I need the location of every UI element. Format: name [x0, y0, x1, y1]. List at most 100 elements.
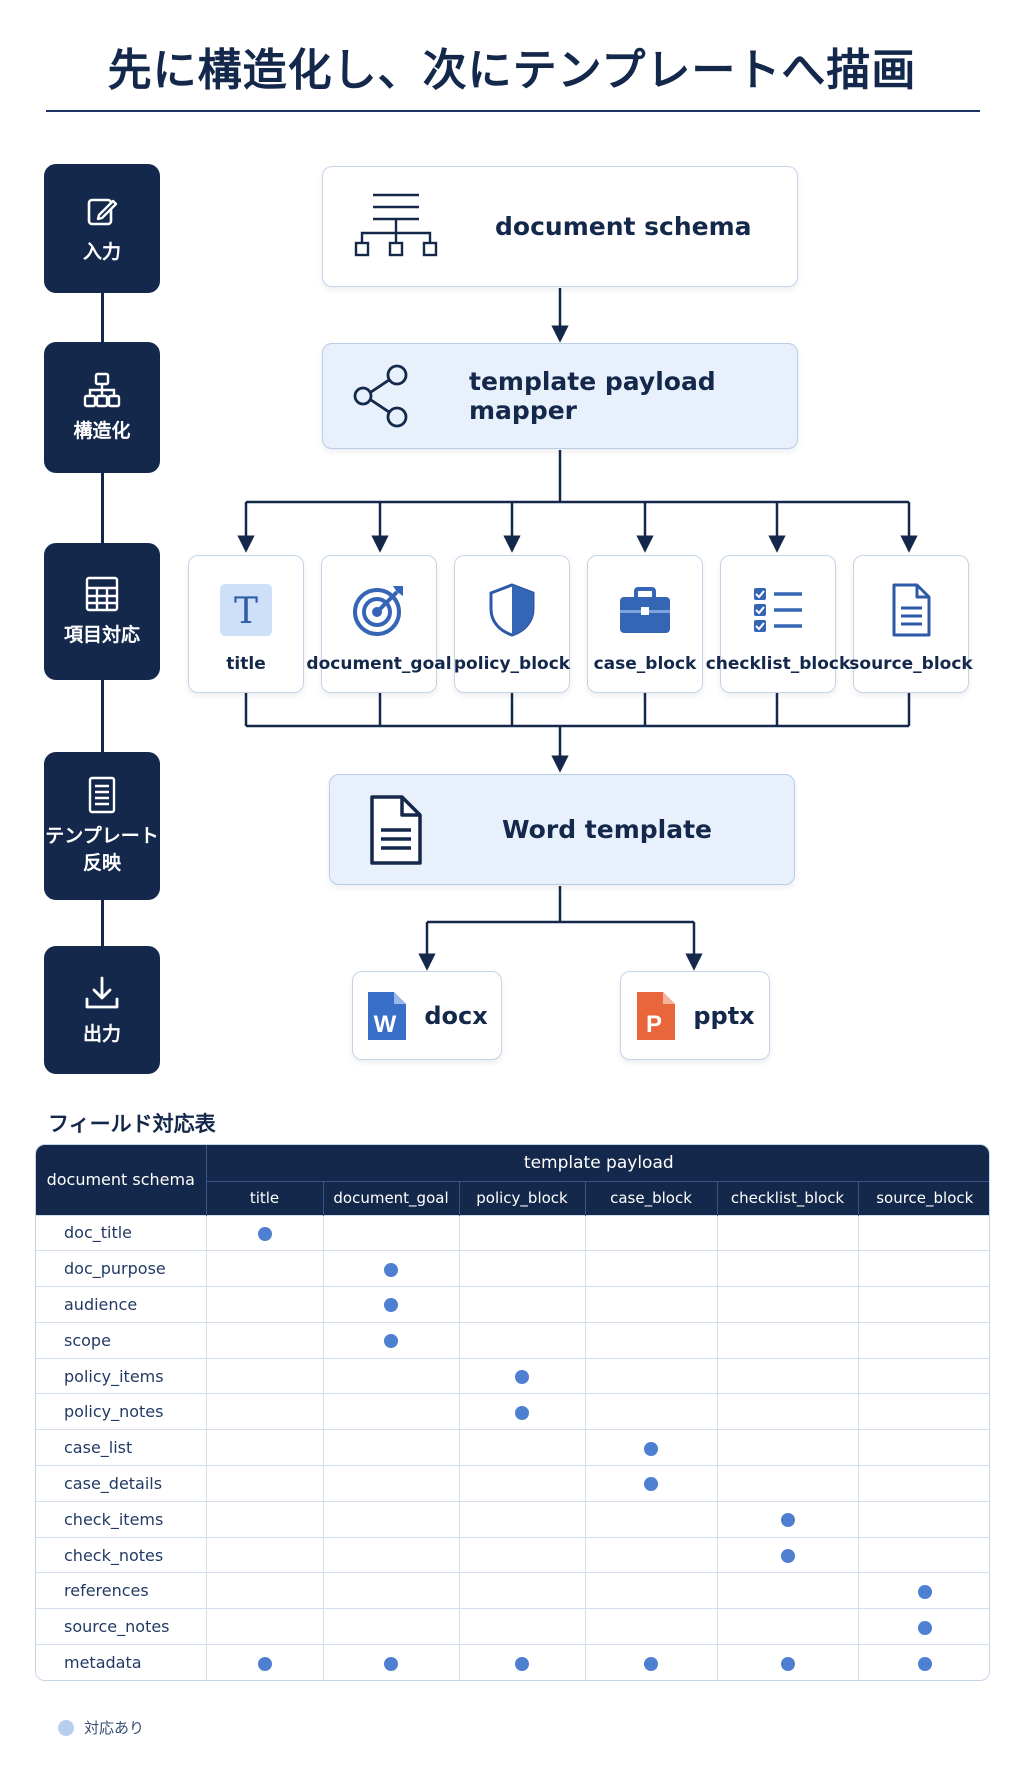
- step-structure: 構造化: [44, 342, 160, 473]
- mapping-cell: [459, 1357, 586, 1394]
- step-label: 出力: [82, 1022, 121, 1045]
- column-header: checklist_block: [717, 1181, 859, 1215]
- row-field-name: metadata: [36, 1644, 207, 1681]
- row-field-name: doc_title: [36, 1214, 207, 1251]
- mapping-cell: [206, 1536, 324, 1573]
- word-template-label: Word template: [502, 815, 712, 844]
- mapping-cell: [858, 1429, 989, 1466]
- mapping-cell: [585, 1250, 718, 1287]
- column-header: title: [206, 1181, 324, 1215]
- block-label: checklist_block: [705, 654, 851, 674]
- mapping-cell: [717, 1608, 859, 1645]
- row-field-name: check_notes: [36, 1536, 207, 1573]
- mapping-dot-icon: [780, 1549, 795, 1564]
- table-row: source_notes: [36, 1608, 989, 1645]
- step-label: 項目対応: [63, 624, 140, 647]
- mapping-dot-icon: [644, 1441, 658, 1456]
- mapping-cell: [459, 1393, 586, 1430]
- column-header: policy_block: [459, 1181, 586, 1215]
- mapping-cell: [459, 1644, 586, 1681]
- mapping-dot-icon: [515, 1370, 529, 1385]
- row-field-name: policy_notes: [36, 1393, 207, 1430]
- mapping-cell: [206, 1500, 324, 1538]
- mapping-dot-icon: [257, 1656, 272, 1671]
- mapping-cell: [206, 1286, 324, 1323]
- table-row: doc_title: [36, 1214, 989, 1251]
- document-icon: [892, 583, 931, 637]
- mapping-cell: [323, 1429, 460, 1466]
- word-template-box: Word template: [329, 774, 795, 885]
- mapping-cell: [459, 1465, 586, 1502]
- mapping-cell: [717, 1393, 859, 1430]
- document-icon: [88, 777, 116, 814]
- step-label: 構造化: [73, 420, 131, 443]
- mapper-box: template payload mapper: [322, 343, 798, 449]
- mapping-dot-icon: [384, 1298, 398, 1313]
- table-row: policy_notes: [36, 1393, 989, 1430]
- mapping-dot-icon: [384, 1262, 398, 1277]
- corner-header: document schema: [36, 1145, 207, 1215]
- mapping-dot-icon: [917, 1584, 932, 1599]
- mapping-dot-icon: [257, 1226, 272, 1241]
- legend: 対応あり: [58, 1717, 144, 1738]
- schema-box: document schema: [322, 166, 798, 287]
- svg-text:T: T: [234, 591, 258, 632]
- mapping-dot-icon: [917, 1620, 932, 1635]
- mapping-cell: [858, 1214, 989, 1251]
- mapping-dot-icon: [644, 1656, 658, 1671]
- word-badge: W: [374, 1011, 397, 1038]
- column-header: case_block: [585, 1181, 718, 1215]
- mapping-cell: [323, 1286, 460, 1323]
- mapping-cell: [323, 1644, 460, 1681]
- grid-icon: [85, 577, 119, 612]
- output-label: docx: [424, 1001, 488, 1030]
- step-output: 出力: [44, 946, 160, 1074]
- block-label: policy_block: [453, 654, 571, 674]
- text-t-icon: T: [220, 584, 272, 636]
- step-template: テンプレート 反映: [44, 752, 160, 900]
- mapping-cell: [459, 1321, 586, 1359]
- shield-icon: [489, 583, 535, 637]
- download-icon: [85, 976, 119, 1009]
- block-label: source_block: [849, 654, 973, 674]
- edit-icon: [87, 198, 118, 226]
- block-checklist: checklist_block: [706, 555, 850, 693]
- mapping-cell: [459, 1608, 586, 1645]
- mapping-cell: [206, 1250, 324, 1287]
- table-row: case_list: [36, 1429, 989, 1466]
- table-row: references: [36, 1572, 989, 1609]
- schema-label: document schema: [495, 212, 752, 241]
- mapping-cell: [323, 1321, 460, 1359]
- mapping-cell: [459, 1250, 586, 1287]
- hierarchy-icon: [83, 373, 121, 408]
- mapping-cell: [459, 1536, 586, 1573]
- block-policy: policy_block: [454, 555, 570, 693]
- mapping-cell: [323, 1393, 460, 1430]
- step-label: テンプレート 反映: [45, 825, 159, 874]
- mapping-cell: [323, 1250, 460, 1287]
- mapping-cell: [323, 1465, 460, 1502]
- mapping-dot-icon: [515, 1405, 529, 1420]
- mapping-cell: [858, 1393, 989, 1430]
- block-label: case_block: [593, 654, 697, 674]
- block-label: document_goal: [306, 654, 452, 674]
- mapping-cell: [585, 1608, 718, 1645]
- mapping-cell: [459, 1286, 586, 1323]
- mapping-cell: [585, 1357, 718, 1394]
- column-header: document_goal: [323, 1181, 460, 1215]
- mapping-cell: [206, 1429, 324, 1466]
- mapping-cell: [858, 1500, 989, 1538]
- mapping-cell: [206, 1357, 324, 1394]
- mapping-cell: [717, 1357, 859, 1394]
- mapping-cell: [858, 1465, 989, 1502]
- mapping-cell: [206, 1644, 324, 1681]
- mapper-label: template payload mapper: [469, 367, 716, 425]
- mapping-dot-icon: [644, 1477, 658, 1492]
- step-input: 入力: [44, 164, 160, 293]
- page-title: 先に構造化し、次にテンプレートへ描画: [107, 45, 917, 96]
- table-row: check_notes: [36, 1536, 989, 1573]
- block-document-goal: document_goal: [306, 555, 452, 693]
- row-field-name: case_details: [36, 1465, 207, 1502]
- mapping-cell: [858, 1321, 989, 1359]
